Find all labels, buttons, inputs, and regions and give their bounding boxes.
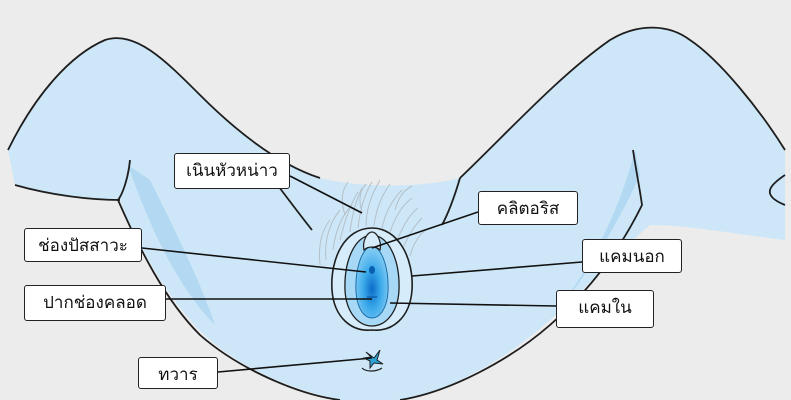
body-contours bbox=[7, 26, 786, 400]
pubic-hair bbox=[319, 179, 427, 266]
right-thigh-shadow bbox=[550, 150, 640, 320]
label-anus: ทวาร bbox=[138, 357, 218, 389]
label-labia-minora: แคมใน bbox=[556, 290, 654, 328]
urethra-shape bbox=[369, 266, 375, 274]
label-clitoris: คลิตอริส bbox=[478, 191, 578, 225]
label-urethra: ช่องปัสสาวะ bbox=[24, 228, 142, 262]
left-thigh-shadow bbox=[128, 165, 215, 325]
anus-shape bbox=[361, 349, 384, 372]
leader-lines bbox=[141, 175, 583, 373]
label-vagina: ปากช่องคลอด bbox=[24, 285, 166, 321]
label-labia-majora: แคมนอก bbox=[582, 239, 682, 273]
clitoris-shape bbox=[363, 231, 381, 252]
label-mons: เนินหัวหน่าว bbox=[174, 153, 290, 189]
